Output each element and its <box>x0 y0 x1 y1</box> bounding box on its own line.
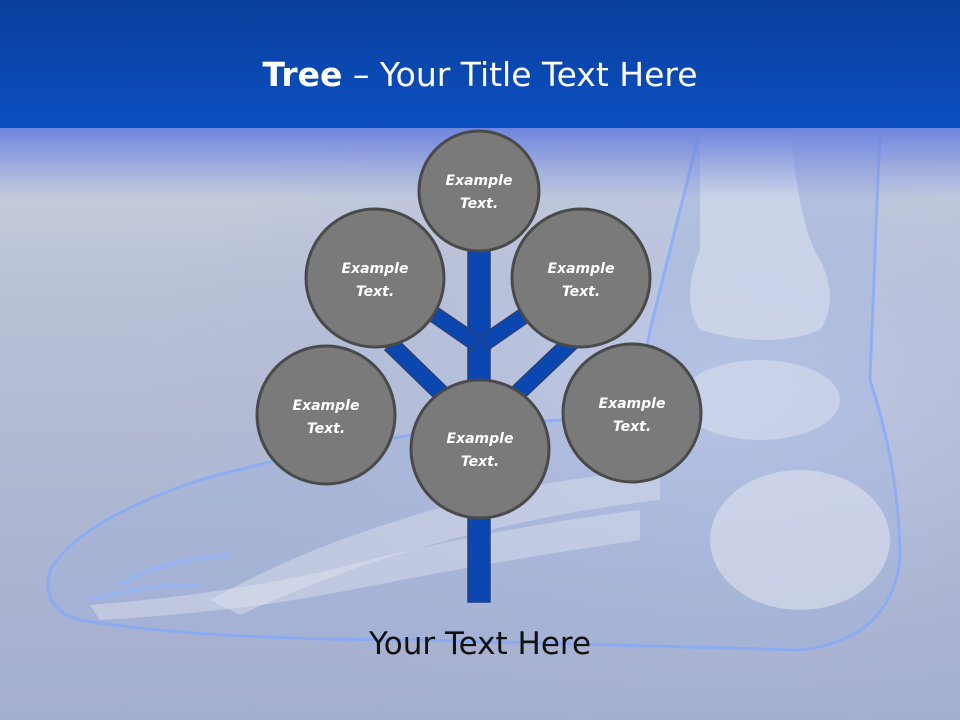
node-lower-left: Example Text. <box>255 344 397 486</box>
node-upper-left-line1: Example <box>342 261 409 277</box>
node-upper-right: Example Text. <box>510 207 652 349</box>
node-upper-left-line2: Text. <box>356 284 394 300</box>
slide-title-bold: Tree <box>262 55 343 94</box>
node-lower-left-line1: Example <box>293 398 360 414</box>
title-bar <box>0 0 960 128</box>
node-top-line1: Example <box>446 173 513 189</box>
node-lower-right-line1: Example <box>599 396 666 412</box>
node-lower-right-line2: Text. <box>613 419 651 435</box>
slide-title-rest: – Your Title Text Here <box>342 55 698 94</box>
node-upper-right-line2: Text. <box>562 284 600 300</box>
node-lower-left-line2: Text. <box>307 421 345 437</box>
node-center-line1: Example <box>447 431 514 447</box>
node-top: Example Text. <box>417 129 541 253</box>
slide-title: Tree – Your Title Text Here <box>0 52 960 98</box>
node-top-line2: Text. <box>460 196 498 212</box>
node-center: Example Text. <box>409 378 551 520</box>
node-upper-right-line1: Example <box>548 261 615 277</box>
node-center-line2: Text. <box>461 454 499 470</box>
node-lower-right: Example Text. <box>561 342 703 484</box>
caption-text: Your Text Here <box>368 626 592 662</box>
node-upper-left: Example Text. <box>304 207 446 349</box>
